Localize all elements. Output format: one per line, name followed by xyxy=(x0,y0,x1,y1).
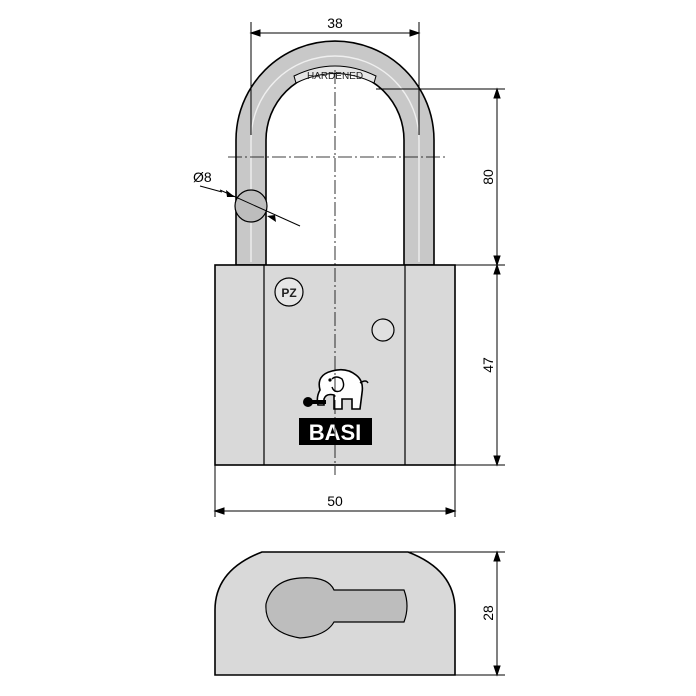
keyway-slot xyxy=(265,577,408,639)
lock-bottom-view xyxy=(214,551,456,676)
dimension-body-depth xyxy=(408,550,505,677)
brand-plate: BASI xyxy=(299,418,372,445)
elephant-with-key-icon xyxy=(303,368,369,410)
dimension-shackle-width xyxy=(249,22,421,135)
dim-body-width: 50 xyxy=(327,493,343,509)
pz-label: PZ xyxy=(281,286,296,300)
dimension-body-height xyxy=(455,263,505,467)
dim-shackle-diameter: Ø8 xyxy=(193,169,212,185)
shackle-highlight xyxy=(250,55,420,262)
dim-shackle-height: 80 xyxy=(480,169,496,185)
brand-box xyxy=(299,418,372,445)
body-screw-hole xyxy=(371,318,395,342)
center-lines xyxy=(228,70,445,475)
shackle-cross-section: Ø8 xyxy=(193,169,301,227)
dimension-body-width xyxy=(213,465,457,517)
dimension-shackle-height xyxy=(376,87,505,267)
dim-shackle-width: 38 xyxy=(327,15,343,31)
pz-badge: PZ xyxy=(274,277,304,307)
cross-section-circle xyxy=(234,189,268,223)
hardened-stamp-frame xyxy=(293,65,377,84)
dim-body-height: 47 xyxy=(480,357,496,373)
dim-body-depth: 28 xyxy=(480,605,496,621)
